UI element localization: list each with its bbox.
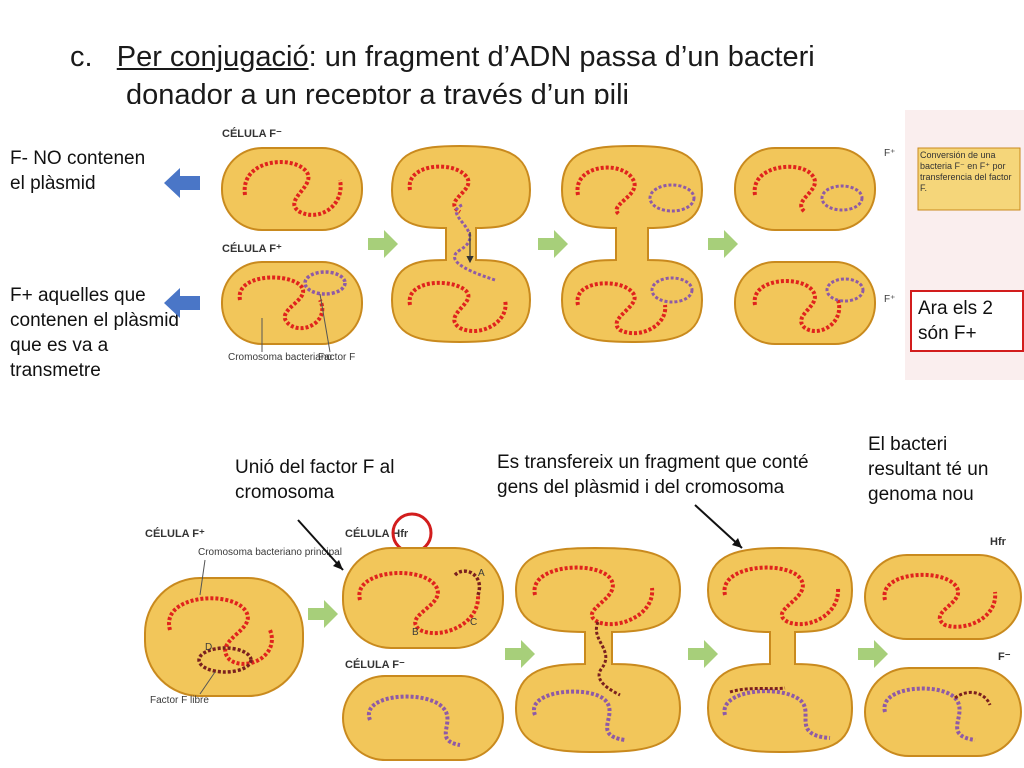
plasmid — [303, 270, 347, 296]
chromosome — [575, 165, 637, 217]
green-arrow-icon — [538, 230, 568, 258]
title-prefix: c. — [70, 41, 93, 73]
label-factor: Factor F — [318, 352, 355, 363]
pointer-arrow — [694, 504, 743, 549]
cell-fplus — [734, 261, 876, 345]
chromosome-recipient — [882, 686, 976, 742]
pointer-arrow — [297, 519, 344, 571]
chromosome — [407, 164, 471, 214]
title-underlined: Per conjugació — [116, 41, 309, 73]
note-result-text: El bacteri resultant té un genoma nou — [868, 434, 989, 505]
conjugating-cells — [706, 546, 854, 754]
label-fminus-final: F⁻ — [998, 651, 1011, 663]
caption-box — [917, 147, 1021, 211]
chromosome — [167, 596, 274, 666]
conjugating-cells — [390, 144, 532, 344]
caption-fo: Conversión de una bacteria F⁻ en F⁺ por … — [920, 150, 1012, 193]
label-cell-fminus-bottom: CÉLULA F⁻ — [345, 658, 405, 671]
label-cell-fplus-bottom: CÉLULA F⁺ — [145, 527, 205, 540]
conjugating-cells — [560, 144, 704, 344]
gene-label-a: A — [478, 568, 485, 579]
chromosome — [357, 571, 481, 636]
chromosome-recipient — [366, 694, 461, 747]
cell-fminus — [342, 675, 504, 761]
transferred-fragment — [729, 686, 786, 694]
label-fplus-bottom: F⁺ — [884, 294, 895, 305]
label-free-factor: Factor F libre — [150, 695, 209, 706]
green-arrow-icon — [308, 600, 338, 628]
cell-recombinant — [864, 667, 1022, 757]
plasmid — [825, 277, 865, 303]
title-rest: : un fragment d’ADN passa d’un bacteri — [308, 41, 815, 73]
green-arrow-icon — [505, 640, 535, 668]
leader-line — [199, 559, 206, 596]
caption-text: Conversión de una bacteria F⁻ en F⁺ por … — [920, 150, 1012, 193]
note-result: El bacteri resultant té un genoma nou — [868, 432, 1008, 507]
recombinant-fragment — [954, 690, 992, 706]
green-arrow-icon — [688, 640, 718, 668]
cell-fplus — [221, 261, 363, 345]
blue-arrow-icon — [164, 288, 200, 318]
pointer-arrowhead — [333, 560, 343, 570]
cell-hfr-final — [864, 554, 1022, 640]
label-main-chrom: Cromosoma bacteriano principal — [198, 547, 342, 558]
label-fplus-top: F⁺ — [884, 148, 895, 159]
cell-fplus — [144, 577, 304, 697]
chromosome — [722, 565, 841, 627]
conjugating-cells — [514, 546, 682, 754]
blue-arrow-icon — [164, 168, 200, 198]
chromosome — [752, 164, 817, 214]
note-both-f-plus-text: Ara els 2 són F+ — [918, 298, 993, 344]
label-cell-fplus-top: CÉLULA F⁺ — [222, 242, 282, 255]
note-union-text: Unió del factor F al cromosoma — [235, 457, 395, 503]
note-union: Unió del factor F al cromosoma — [235, 455, 465, 505]
chromosome-recipient — [722, 689, 831, 740]
plasmid — [650, 276, 694, 304]
note-f-minus-text: F- NO contenen el plàsmid — [10, 148, 146, 194]
note-both-f-plus: Ara els 2 són F+ — [910, 290, 1024, 352]
chromosome — [752, 279, 842, 334]
note-transfer-text: Es transfereix un fragment que conté gen… — [497, 452, 809, 498]
plasmid — [648, 183, 696, 213]
leader-line — [319, 293, 331, 353]
label-chromosome: Cromosoma bacteriano — [228, 352, 332, 363]
note-transfer: Es transfereix un fragment que conté gen… — [497, 450, 827, 500]
note-f-plus-text: F+ aquelles que contenen el plàsmid que … — [10, 285, 179, 381]
chromosome — [532, 565, 655, 627]
note-f-plus: F+ aquelles que contenen el plàsmid que … — [10, 283, 185, 383]
chromosome-recipient — [532, 689, 626, 742]
plasmid-strand — [453, 203, 496, 282]
green-arrow-icon — [858, 640, 888, 668]
pointer-arrowhead — [732, 538, 742, 548]
free-factor — [197, 646, 253, 674]
green-arrow-icon — [708, 230, 738, 258]
gene-label-c: C — [470, 617, 477, 628]
leader-line — [199, 671, 216, 695]
chromosome — [407, 280, 508, 334]
gene-label-b: B — [412, 627, 419, 638]
gene-label-d: D — [205, 642, 212, 653]
chromosome — [237, 275, 325, 331]
label-hfr-final: Hfr — [990, 536, 1007, 548]
label-cell-hfr: CÉLULA Hfr — [345, 527, 409, 540]
label-cell-fminus-top: CÉLULA F⁻ — [222, 127, 282, 140]
chromosome — [575, 281, 668, 336]
note-f-minus: F- NO contenen el plàsmid — [10, 146, 160, 196]
title-line2: donador a un receptor a través d’un pili — [126, 79, 629, 104]
green-arrow-icon — [368, 230, 398, 258]
chromosome — [242, 160, 343, 217]
slide-title: c. Per conjugació: un fragment d’ADN pas… — [70, 38, 815, 104]
plasmid — [820, 184, 864, 212]
